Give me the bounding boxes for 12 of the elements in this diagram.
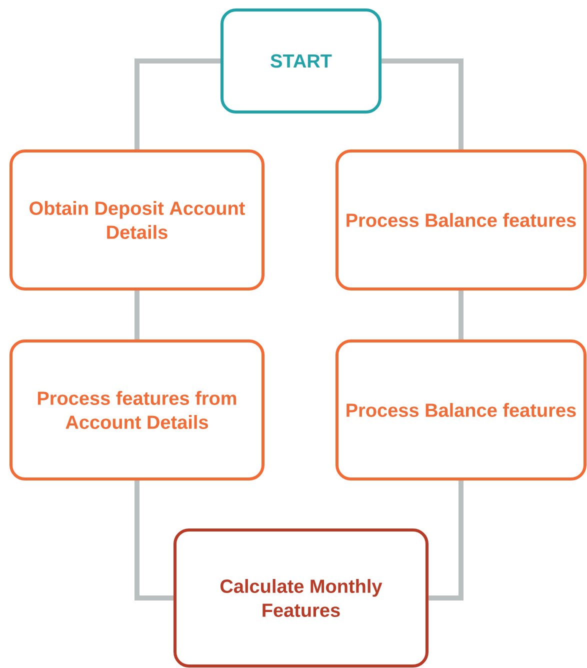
process-box: Process Balance features xyxy=(336,340,586,480)
connector-line xyxy=(428,480,464,600)
process-box: Obtain Deposit Account Details xyxy=(10,150,264,290)
connector-line xyxy=(458,290,464,340)
connector-line xyxy=(382,58,464,150)
connector-line xyxy=(134,290,140,340)
process-box: START xyxy=(220,8,382,114)
connector-line xyxy=(134,58,220,150)
process-box: Process Balance features xyxy=(336,150,586,290)
process-box: Process features from Account Details xyxy=(10,340,264,480)
process-box: Calculate Monthly Features xyxy=(174,528,428,668)
connector-line xyxy=(134,480,174,600)
